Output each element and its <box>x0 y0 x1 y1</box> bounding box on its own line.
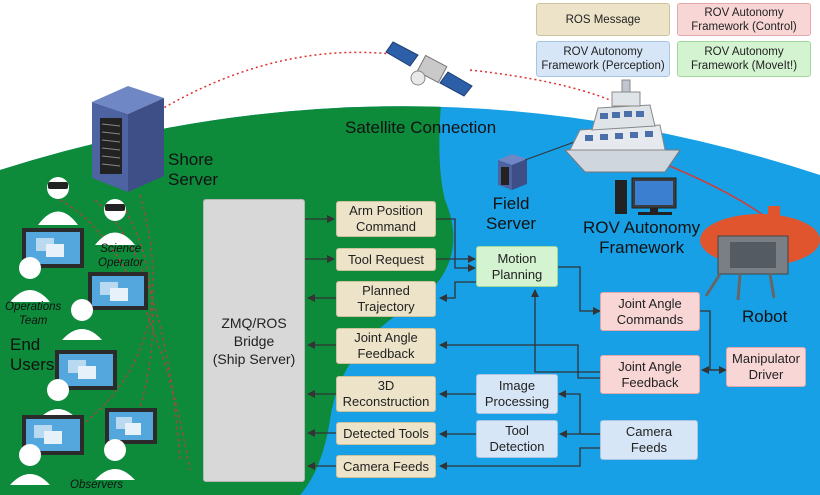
workstation-icon <box>615 177 677 215</box>
node-joint-angle-feedback: Joint Angle Feedback <box>600 355 700 394</box>
msg-camera-feeds: Camera Feeds <box>336 455 436 478</box>
operations-person-2 <box>62 299 102 340</box>
msg-joint-angle-feedback: Joint Angle Feedback <box>336 328 436 364</box>
satellite-icon <box>385 41 473 97</box>
legend-moveit: ROV Autonomy Framework (MoveIt!) <box>677 41 811 77</box>
field-server-icon <box>498 154 527 190</box>
rov-autonomy-framework-label: ROV Autonomy Framework <box>583 218 701 257</box>
link-users-3 <box>119 199 154 441</box>
observer-monitor-1 <box>22 415 84 455</box>
observer-monitor-2 <box>105 408 157 444</box>
link-satellite-ship <box>469 69 611 101</box>
msg-3d-reconstruction: 3D Reconstruction <box>336 376 436 412</box>
field-server-ship-link <box>524 139 581 161</box>
node-tool-detection: Tool Detection <box>476 420 558 458</box>
zmq-ros-bridge: ZMQ/ROS Bridge (Ship Server) <box>203 199 305 482</box>
link-ship-robot <box>654 159 771 221</box>
link-shore-satellite <box>159 51 401 111</box>
observer-person-1 <box>10 444 50 485</box>
msg-planned-trajectory: Planned Trajectory <box>336 281 436 317</box>
observer-person-2 <box>95 439 135 480</box>
msg-detected-tools: Detected Tools <box>336 422 436 445</box>
end-user-monitor <box>55 350 117 390</box>
vr-operator-icon <box>38 177 78 225</box>
link-users-4 <box>74 194 154 431</box>
science-operator-label: Science Operator <box>98 243 144 269</box>
satellite-connection-label: Satellite Connection <box>345 118 497 137</box>
legend-perception: ROV Autonomy Framework (Perception) <box>536 41 670 77</box>
field-server-label: Field Server <box>486 194 537 233</box>
node-image-processing: Image Processing <box>476 374 558 414</box>
operations-monitor-2 <box>88 272 148 310</box>
shore-server-icon <box>92 86 164 192</box>
legend-ros-message: ROS Message <box>536 3 670 36</box>
flow-arrows <box>305 215 727 470</box>
end-users-label: End Users <box>10 335 55 374</box>
shore-server-label: Shore Server <box>168 150 219 189</box>
node-motion-planning: Motion Planning <box>476 246 558 287</box>
robot-label: Robot <box>742 307 788 326</box>
operations-monitor-1 <box>22 228 84 268</box>
msg-arm-position-command: Arm Position Command <box>336 201 436 237</box>
node-manipulator-driver: Manipulator Driver <box>726 347 806 387</box>
observers-label: Observers <box>70 479 124 491</box>
robot-icon <box>700 206 820 301</box>
operations-person-1 <box>10 257 50 302</box>
msg-tool-request: Tool Request <box>336 248 436 271</box>
node-camera-feeds: Camera Feeds <box>600 420 698 460</box>
ship-icon <box>563 79 681 173</box>
node-joint-angle-commands: Joint Angle Commands <box>600 292 700 331</box>
science-operator-icon <box>95 199 135 245</box>
operations-team-label: Operations Team <box>5 301 62 327</box>
legend-control: ROV Autonomy Framework (Control) <box>677 3 811 36</box>
